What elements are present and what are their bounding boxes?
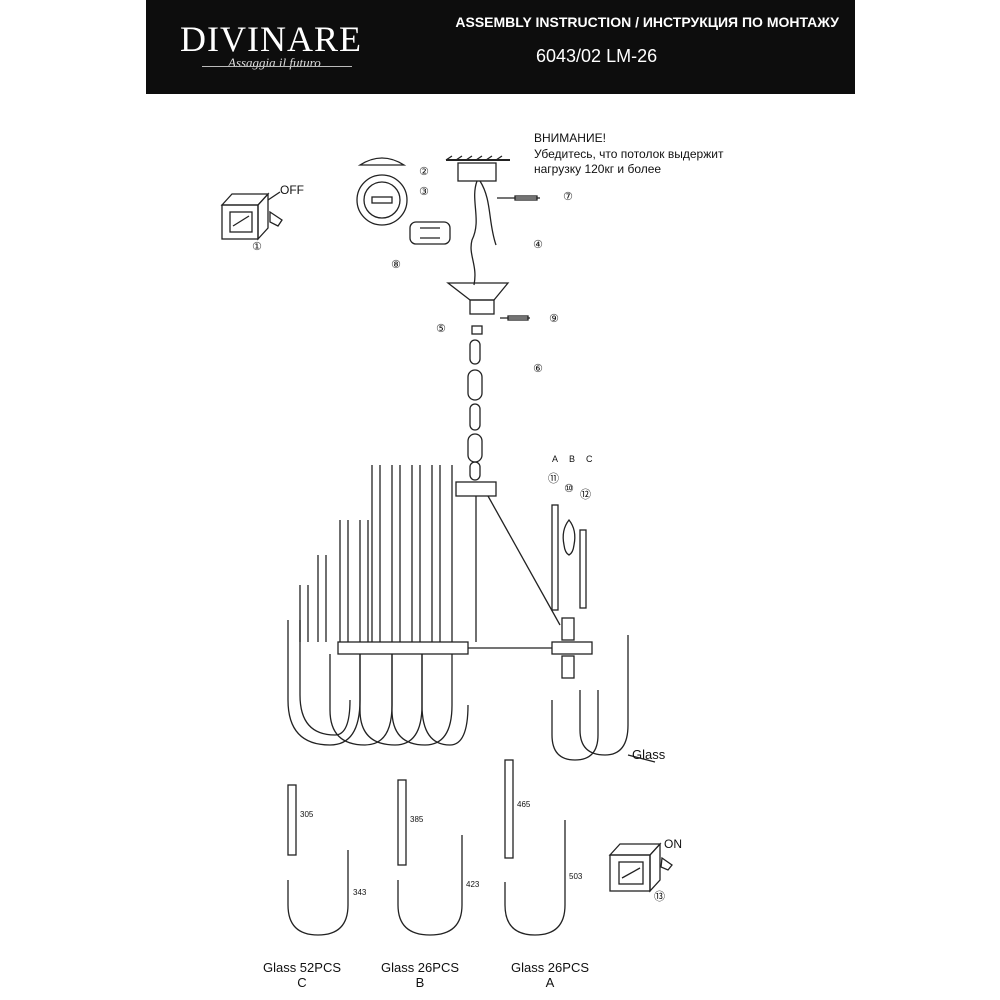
step-10: ⑩ [564, 483, 574, 495]
dim-b-rod: 385 [410, 815, 424, 824]
power-switch-on-icon [608, 842, 673, 893]
part-c-type: C [297, 975, 307, 990]
part-b-label: Glass 26PCS B [370, 960, 470, 990]
suspension-chain [467, 339, 483, 481]
warning-line-1: Убедитесь, что потолок выдержит [534, 146, 724, 161]
switch-off-label: OFF [280, 183, 304, 197]
step-8: ⑧ [391, 259, 401, 271]
dim-c-u: 343 [353, 888, 367, 897]
dim-a-rod: 465 [517, 800, 531, 809]
step-1: ① [252, 241, 262, 253]
chandelier-body [287, 465, 593, 746]
step-11: ⑪ [548, 473, 559, 485]
brand-logo: DIVINARE [180, 19, 362, 59]
step-5: ⑤ [436, 323, 446, 335]
glass-callout: Glass [632, 747, 666, 762]
glass-parts-diagram [287, 759, 566, 936]
step-12: ⑫ [580, 489, 591, 501]
part-b-name: Glass 26PCS [380, 960, 460, 975]
step-4: ④ [533, 239, 543, 251]
model-number: 6043/02 LM-26 [536, 46, 658, 66]
warning-line-2: нагрузку 120кг и более [534, 162, 662, 176]
dim-a-u: 503 [569, 872, 583, 881]
slogan-underline [202, 66, 352, 67]
part-a-name: Glass 26PCS [510, 960, 590, 975]
warning-title: ВНИМАНИЕ! [534, 131, 606, 145]
step-7: ⑦ [563, 191, 573, 203]
bulb-and-glass-detail [551, 504, 656, 763]
step-9: ⑨ [549, 313, 559, 325]
part-c-label: Glass 52PCS C [252, 960, 352, 990]
step-2: ② [419, 166, 429, 178]
part-c-name: Glass 52PCS [262, 960, 342, 975]
document-title: ASSEMBLY INSTRUCTION / ИНСТРУКЦИЯ ПО МОН… [455, 14, 839, 30]
header-banner: DIVINARE Assaggia il futuro ASSEMBLY INS… [146, 0, 855, 94]
power-switch-off-icon [220, 191, 283, 241]
step-6: ⑥ [533, 363, 543, 375]
step-3: ③ [419, 186, 429, 198]
part-a-type: A [545, 975, 555, 990]
column-a-label: A [552, 454, 559, 464]
switch-on-label: ON [664, 837, 682, 851]
ceiling-mount-diagram [356, 155, 540, 335]
dim-b-u: 423 [466, 880, 480, 889]
column-b-label: B [569, 454, 576, 464]
part-a-label: Glass 26PCS A [500, 960, 600, 990]
part-b-type: B [415, 975, 425, 990]
warning-block: ВНИМАНИЕ! Убедитесь, что потолок выдержи… [534, 131, 723, 178]
dim-c-rod: 305 [300, 810, 314, 819]
column-c-label: C [586, 454, 593, 464]
step-13: ⑬ [654, 891, 665, 903]
